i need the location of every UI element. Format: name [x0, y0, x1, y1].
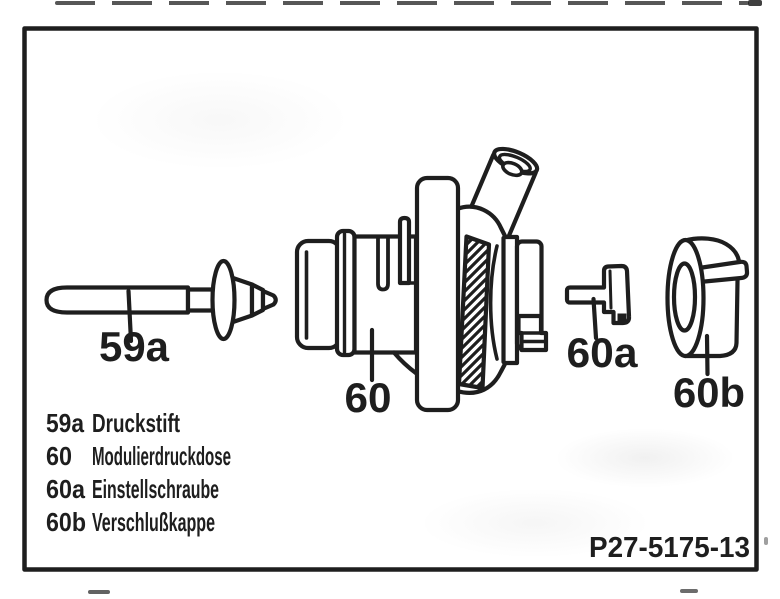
legend-ref-60b: 60b: [46, 507, 86, 537]
modulator-housing-contour: [488, 244, 499, 361]
pushrod-disc: [210, 258, 237, 342]
sealing-cap-drawing: [665, 236, 750, 377]
diaphragm-hatch: [456, 234, 492, 391]
part-label-60: 60: [345, 374, 392, 421]
legend: 59a Druckstift 60 Modulierdruckdose 60a …: [46, 408, 231, 537]
modulator-drawing: [294, 146, 549, 413]
modulator-body: [352, 234, 419, 355]
sealing-cap-hole: [671, 261, 698, 333]
modulator-skirt: [391, 350, 419, 376]
part-label-59a: 59a: [99, 323, 170, 370]
legend-name-modulierdruckdose: Modulierdruckdose: [92, 441, 231, 471]
drawing-code: P27-5175-13: [589, 532, 750, 564]
modulator-body-slot: [376, 234, 390, 292]
adjusting-screw-body: [564, 263, 632, 326]
legend-ref-59a: 59a: [46, 408, 84, 438]
adjusting-screw-notch: [617, 313, 627, 323]
pushrod-tip: [260, 288, 278, 312]
legend-name-verschlusskappe: Verschlußkappe: [92, 507, 215, 537]
pushrod-shaft: [44, 285, 191, 315]
modulator-end-cap: [294, 238, 343, 351]
vacuum-tube-hole: [501, 160, 524, 178]
adjusting-screw-drawing: [564, 263, 632, 341]
part-label-60a: 60a: [567, 329, 639, 376]
modulator-flange-disc: [414, 175, 461, 413]
legend-ref-60a: 60a: [46, 474, 85, 504]
callout-line-60b: [704, 333, 710, 377]
part-label-60b: 60b: [673, 369, 745, 416]
legend-name-einstellschraube: Einstellschraube: [92, 474, 219, 504]
pushrod-collar: [185, 287, 216, 313]
modulator-rib: [397, 215, 412, 286]
legend-ref-60: 60: [46, 441, 72, 471]
pushrod-drawing: [44, 258, 278, 344]
callout-line-60a: [591, 296, 599, 341]
legend-name-druckstift: Druckstift: [92, 408, 180, 438]
callout-line-59a: [126, 288, 134, 344]
adjusting-screw-edge: [608, 269, 613, 310]
